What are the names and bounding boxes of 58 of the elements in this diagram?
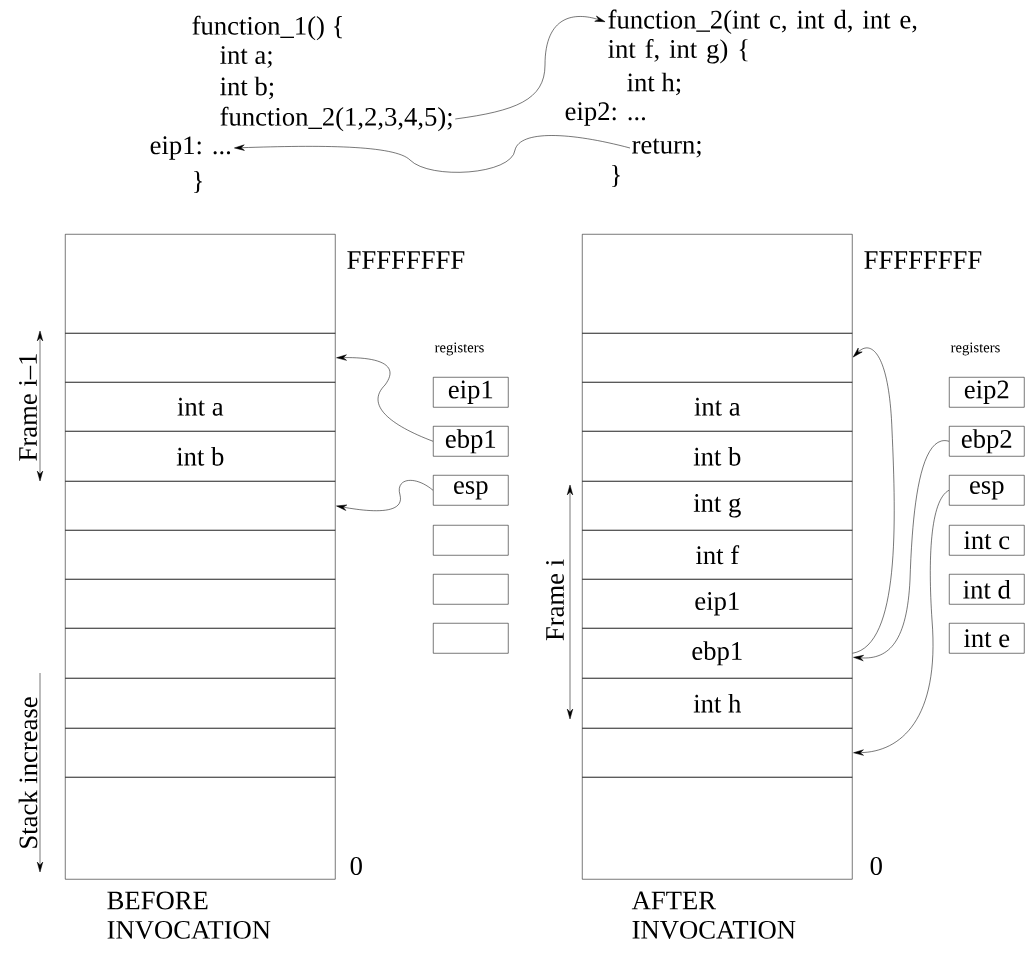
stack-cell bbox=[65, 628, 336, 679]
arrow bbox=[336, 480, 434, 511]
stack-cell bbox=[65, 678, 336, 729]
stack-cell bbox=[65, 728, 336, 778]
code-line: return; bbox=[632, 138, 701, 158]
arrow bbox=[852, 347, 895, 654]
arrow bbox=[234, 135, 631, 173]
stack-cell: int b bbox=[582, 431, 853, 482]
stack-cell: int a bbox=[582, 382, 853, 432]
register-box bbox=[433, 574, 509, 605]
code-line: int h; bbox=[627, 72, 681, 96]
stack-cell bbox=[65, 777, 336, 880]
register-box: ebp1 bbox=[433, 426, 509, 457]
stack-cell bbox=[582, 234, 853, 334]
heading-label: registers bbox=[434, 342, 484, 356]
arrow bbox=[853, 440, 950, 662]
stack-cell bbox=[65, 234, 336, 334]
register-box: esp bbox=[949, 475, 1025, 506]
code-line: eip1: ... bbox=[150, 136, 231, 160]
address-label: FFFFFFFF bbox=[864, 251, 982, 269]
register-box bbox=[433, 525, 509, 556]
stack-cell: int a bbox=[65, 382, 336, 432]
register-box: int c bbox=[949, 525, 1025, 556]
register-box: int d bbox=[949, 574, 1025, 605]
code-line: } bbox=[194, 170, 202, 194]
code-line: int b; bbox=[220, 76, 274, 100]
code-line: int a; bbox=[220, 46, 272, 68]
register-box: eip1 bbox=[433, 377, 509, 408]
code-line: function_2(1,2,3,4,5); bbox=[220, 106, 452, 132]
arrow bbox=[336, 354, 434, 442]
heading-label: registers bbox=[950, 342, 1000, 356]
stack-cell bbox=[65, 579, 336, 629]
code-line: } bbox=[612, 164, 620, 188]
frame-label: Frame i–1 bbox=[19, 354, 37, 461]
address-label: FFFFFFFF bbox=[347, 251, 465, 269]
stack-cell bbox=[65, 481, 336, 531]
arrow bbox=[454, 15, 606, 120]
code-line: eip2: ... bbox=[565, 102, 646, 126]
register-box: esp bbox=[433, 475, 509, 506]
stack-cell: ebp1 bbox=[582, 628, 853, 679]
stack-cell bbox=[65, 333, 336, 383]
stack-cell bbox=[582, 333, 853, 383]
register-box: eip2 bbox=[949, 377, 1025, 408]
register-box: ebp2 bbox=[949, 426, 1025, 457]
stack-cell bbox=[65, 530, 336, 580]
code-line: function_1() { bbox=[192, 15, 342, 41]
stack-cell bbox=[582, 777, 853, 880]
stack-cell: eip1 bbox=[582, 579, 853, 629]
stack-cell: int b bbox=[65, 431, 336, 482]
stack-cell bbox=[582, 728, 853, 778]
stack-cell: int f bbox=[582, 530, 853, 580]
stack-cell: int h bbox=[582, 678, 853, 729]
stack-cell: int g bbox=[582, 481, 853, 531]
register-box bbox=[433, 623, 509, 654]
register-box: int e bbox=[949, 623, 1025, 654]
direction-label: Stack increase bbox=[18, 697, 38, 848]
frame-label: Frame i bbox=[546, 559, 564, 641]
arrow bbox=[853, 490, 950, 756]
